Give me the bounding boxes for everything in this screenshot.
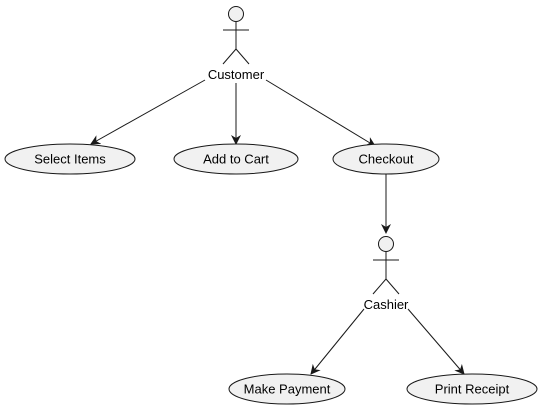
use-case-add-to-cart: Add to Cart xyxy=(173,143,299,175)
use-case-make-payment: Make Payment xyxy=(228,373,346,405)
actor-label: Customer xyxy=(208,67,265,82)
actor-label: Cashier xyxy=(364,297,409,312)
use-case-ellipse xyxy=(406,373,538,405)
use-case-label: Checkout xyxy=(359,152,414,167)
connectors xyxy=(90,79,465,375)
link-customer-select-items xyxy=(90,79,206,145)
link-cashier-make-payment xyxy=(310,308,365,375)
use-case-select-items: Select Items xyxy=(4,143,136,175)
use-case-ellipse xyxy=(332,143,440,175)
use-case-label: Add to Cart xyxy=(203,152,269,167)
use-case-label: Print Receipt xyxy=(435,382,510,397)
actor-customer: Customer xyxy=(208,6,265,82)
use-case-checkout: Checkout xyxy=(332,143,440,175)
use-case-ellipse xyxy=(4,143,136,175)
use-case-label: Select Items xyxy=(34,152,106,167)
actor-stick-figure-icon xyxy=(222,6,250,65)
use-case-ellipse xyxy=(173,143,299,175)
actor-stick-figure-icon xyxy=(372,236,400,295)
use-case-label: Make Payment xyxy=(244,382,331,397)
actor-cashier: Cashier xyxy=(364,236,409,312)
use-case-print-receipt: Print Receipt xyxy=(406,373,538,405)
link-cashier-print-receipt xyxy=(407,308,465,375)
link-customer-checkout xyxy=(265,79,376,147)
use-case-ellipse xyxy=(228,373,346,405)
